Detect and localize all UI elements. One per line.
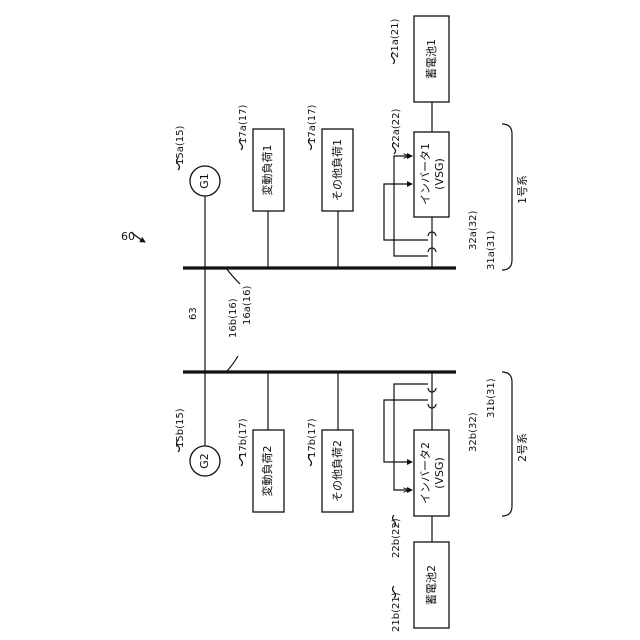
svg-text:22b(22): 22b(22) bbox=[391, 518, 402, 558]
svg-text:(VSG): (VSG) bbox=[433, 457, 446, 489]
svg-text:G1: G1 bbox=[198, 173, 211, 189]
svg-text:22a(22): 22a(22) bbox=[391, 109, 402, 148]
svg-text:21a(21): 21a(21) bbox=[390, 19, 401, 58]
svg-text:v: v bbox=[401, 487, 412, 493]
system-1-label: 1号系 bbox=[502, 124, 529, 270]
figure-number: 60 bbox=[121, 230, 145, 243]
svg-text:その他負荷1: その他負荷1 bbox=[331, 139, 344, 201]
svg-text:17a(17): 17a(17) bbox=[238, 105, 249, 144]
svg-text:17b(17): 17b(17) bbox=[238, 418, 249, 458]
svg-text:G2: G2 bbox=[198, 453, 211, 469]
svg-text:31b(31): 31b(31) bbox=[486, 378, 497, 418]
generator-g1: G1 15a(15) bbox=[175, 126, 220, 268]
svg-text:i: i bbox=[401, 461, 412, 464]
svg-text:16a(16): 16a(16) bbox=[242, 286, 253, 325]
svg-text:変動負荷1: 変動負荷1 bbox=[260, 145, 274, 196]
tie-line-labels: 63 16b(16) 16a(16) bbox=[188, 268, 253, 372]
load-other-1: その他負荷1 17a(17) bbox=[307, 105, 353, 268]
svg-text:17b(17): 17b(17) bbox=[307, 418, 318, 458]
svg-text:63: 63 bbox=[188, 307, 199, 320]
system-2-label: 2号系 bbox=[502, 372, 529, 516]
svg-text:変動負荷2: 変動負荷2 bbox=[260, 446, 274, 497]
load-variable-1: 変動負荷1 17a(17) bbox=[238, 105, 284, 268]
svg-text:(VSG): (VSG) bbox=[433, 158, 446, 190]
svg-text:16b(16): 16b(16) bbox=[228, 298, 239, 338]
svg-text:60: 60 bbox=[121, 230, 135, 243]
svg-text:インバータ2: インバータ2 bbox=[419, 442, 432, 504]
svg-text:21b(21): 21b(21) bbox=[391, 592, 402, 632]
svg-text:31a(31): 31a(31) bbox=[486, 231, 497, 270]
svg-text:i: i bbox=[401, 183, 412, 186]
svg-text:蓄電池2: 蓄電池2 bbox=[425, 565, 438, 605]
svg-text:32b(32): 32b(32) bbox=[468, 412, 479, 452]
svg-text:蓄電池1: 蓄電池1 bbox=[425, 39, 438, 79]
battery-1: 蓄電池1 21a(21) bbox=[390, 16, 449, 102]
load-other-2: その他負荷2 17b(17) bbox=[307, 372, 353, 512]
generator-g2: G2 15b(15) bbox=[175, 372, 220, 476]
svg-text:32a(32): 32a(32) bbox=[468, 211, 479, 250]
svg-text:インバータ1: インバータ1 bbox=[419, 143, 432, 205]
svg-text:17a(17): 17a(17) bbox=[307, 105, 318, 144]
inverter-1: インバータ1 (VSG) 22a(22) bbox=[391, 109, 449, 217]
svg-text:2号系: 2号系 bbox=[516, 433, 529, 462]
svg-text:v: v bbox=[401, 153, 412, 159]
svg-text:1号系: 1号系 bbox=[516, 175, 529, 204]
load-variable-2: 変動負荷2 17b(17) bbox=[238, 372, 284, 512]
inverter-2: インバータ2 (VSG) 22b(22) bbox=[391, 430, 449, 558]
svg-text:その他負荷2: その他負荷2 bbox=[331, 440, 344, 502]
